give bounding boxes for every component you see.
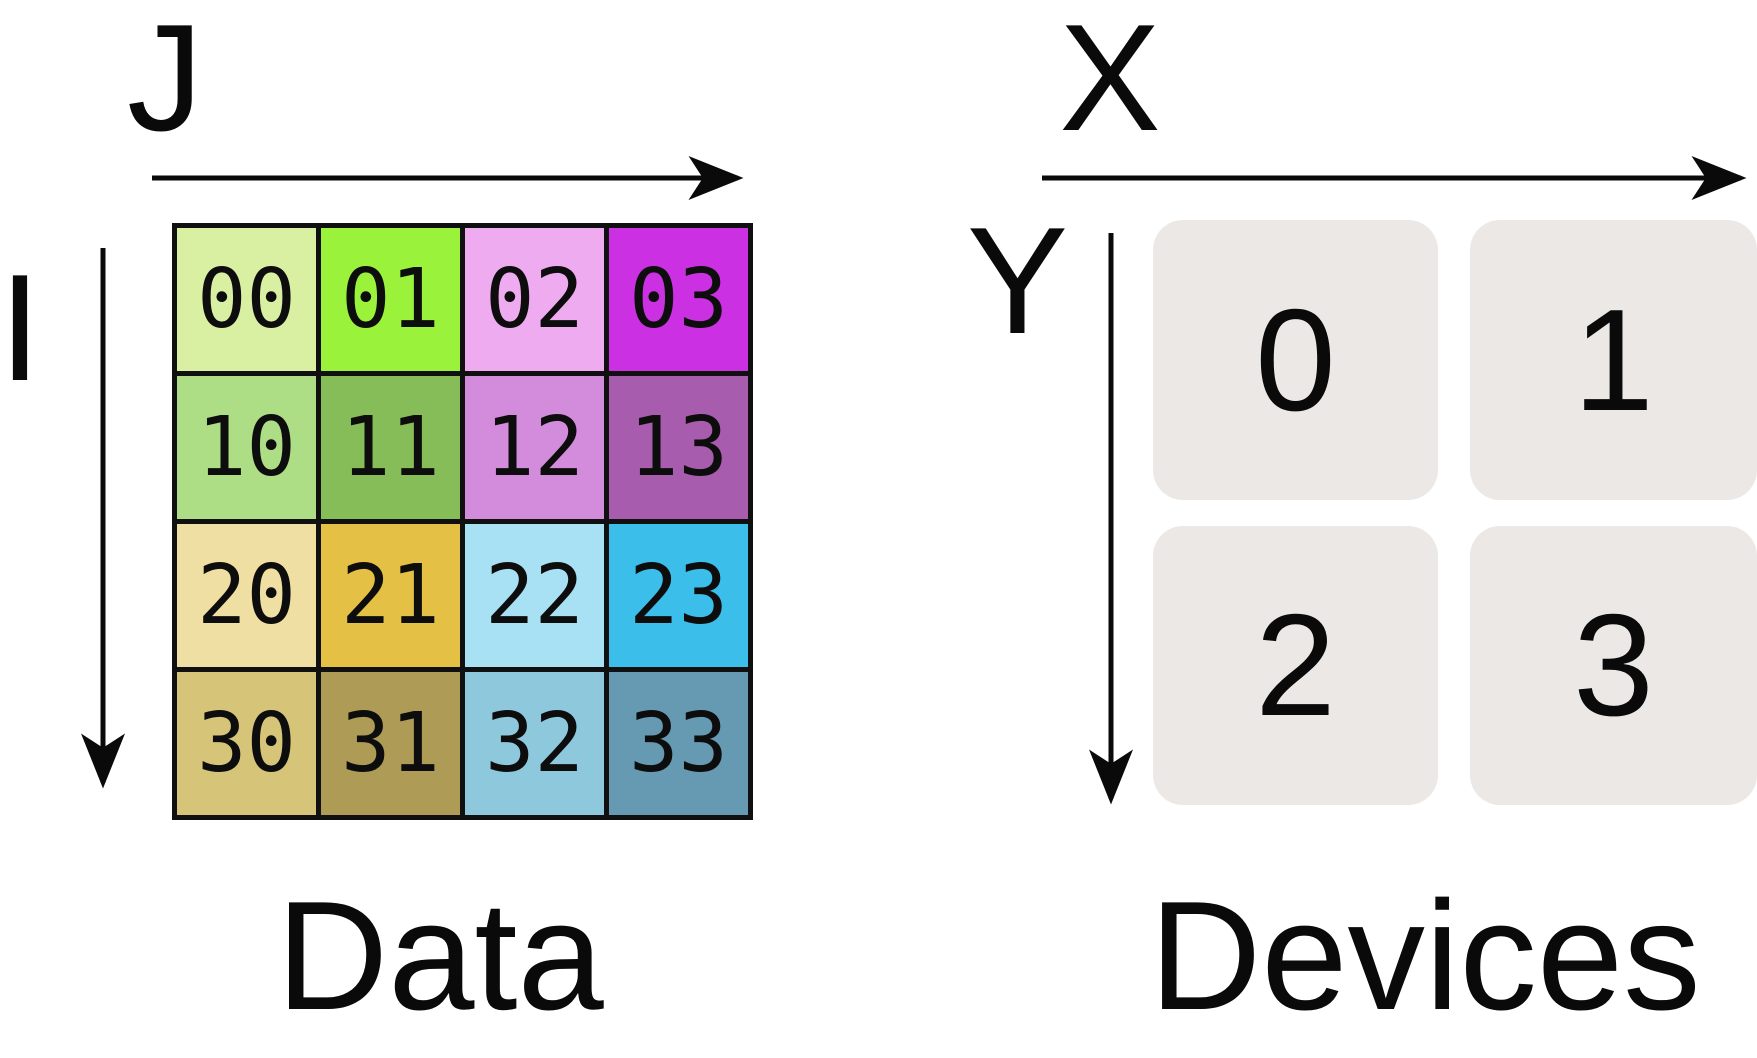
x-axis-label: X bbox=[1059, 0, 1161, 163]
data-cell-10: 10 bbox=[177, 376, 316, 519]
device-3: 3 bbox=[1470, 526, 1757, 805]
data-cell-32: 32 bbox=[465, 672, 604, 815]
data-cell-13: 13 bbox=[609, 376, 748, 519]
device-1: 1 bbox=[1470, 220, 1757, 500]
devices-caption: Devices bbox=[1149, 869, 1701, 1042]
data-cell-22: 22 bbox=[465, 524, 604, 667]
data-cell-30: 30 bbox=[177, 672, 316, 815]
i-axis-label: I bbox=[0, 243, 42, 413]
data-grid: 00 01 02 03 10 11 12 13 20 21 22 23 30 3… bbox=[172, 223, 753, 820]
data-cell-11: 11 bbox=[321, 376, 460, 519]
data-cell-23: 23 bbox=[609, 524, 748, 667]
data-caption: Data bbox=[276, 869, 604, 1042]
data-cell-12: 12 bbox=[465, 376, 604, 519]
device-grid: 0 1 2 3 bbox=[1153, 220, 1757, 805]
data-cell-33: 33 bbox=[609, 672, 748, 815]
j-axis-label: J bbox=[127, 0, 203, 163]
data-cell-21: 21 bbox=[321, 524, 460, 667]
data-cell-01: 01 bbox=[321, 228, 460, 371]
device-0: 0 bbox=[1153, 220, 1438, 500]
data-cell-02: 02 bbox=[465, 228, 604, 371]
data-cell-03: 03 bbox=[609, 228, 748, 371]
data-cell-20: 20 bbox=[177, 524, 316, 667]
data-cell-00: 00 bbox=[177, 228, 316, 371]
device-2: 2 bbox=[1153, 526, 1438, 805]
y-axis-label: Y bbox=[966, 196, 1069, 366]
data-cell-31: 31 bbox=[321, 672, 460, 815]
